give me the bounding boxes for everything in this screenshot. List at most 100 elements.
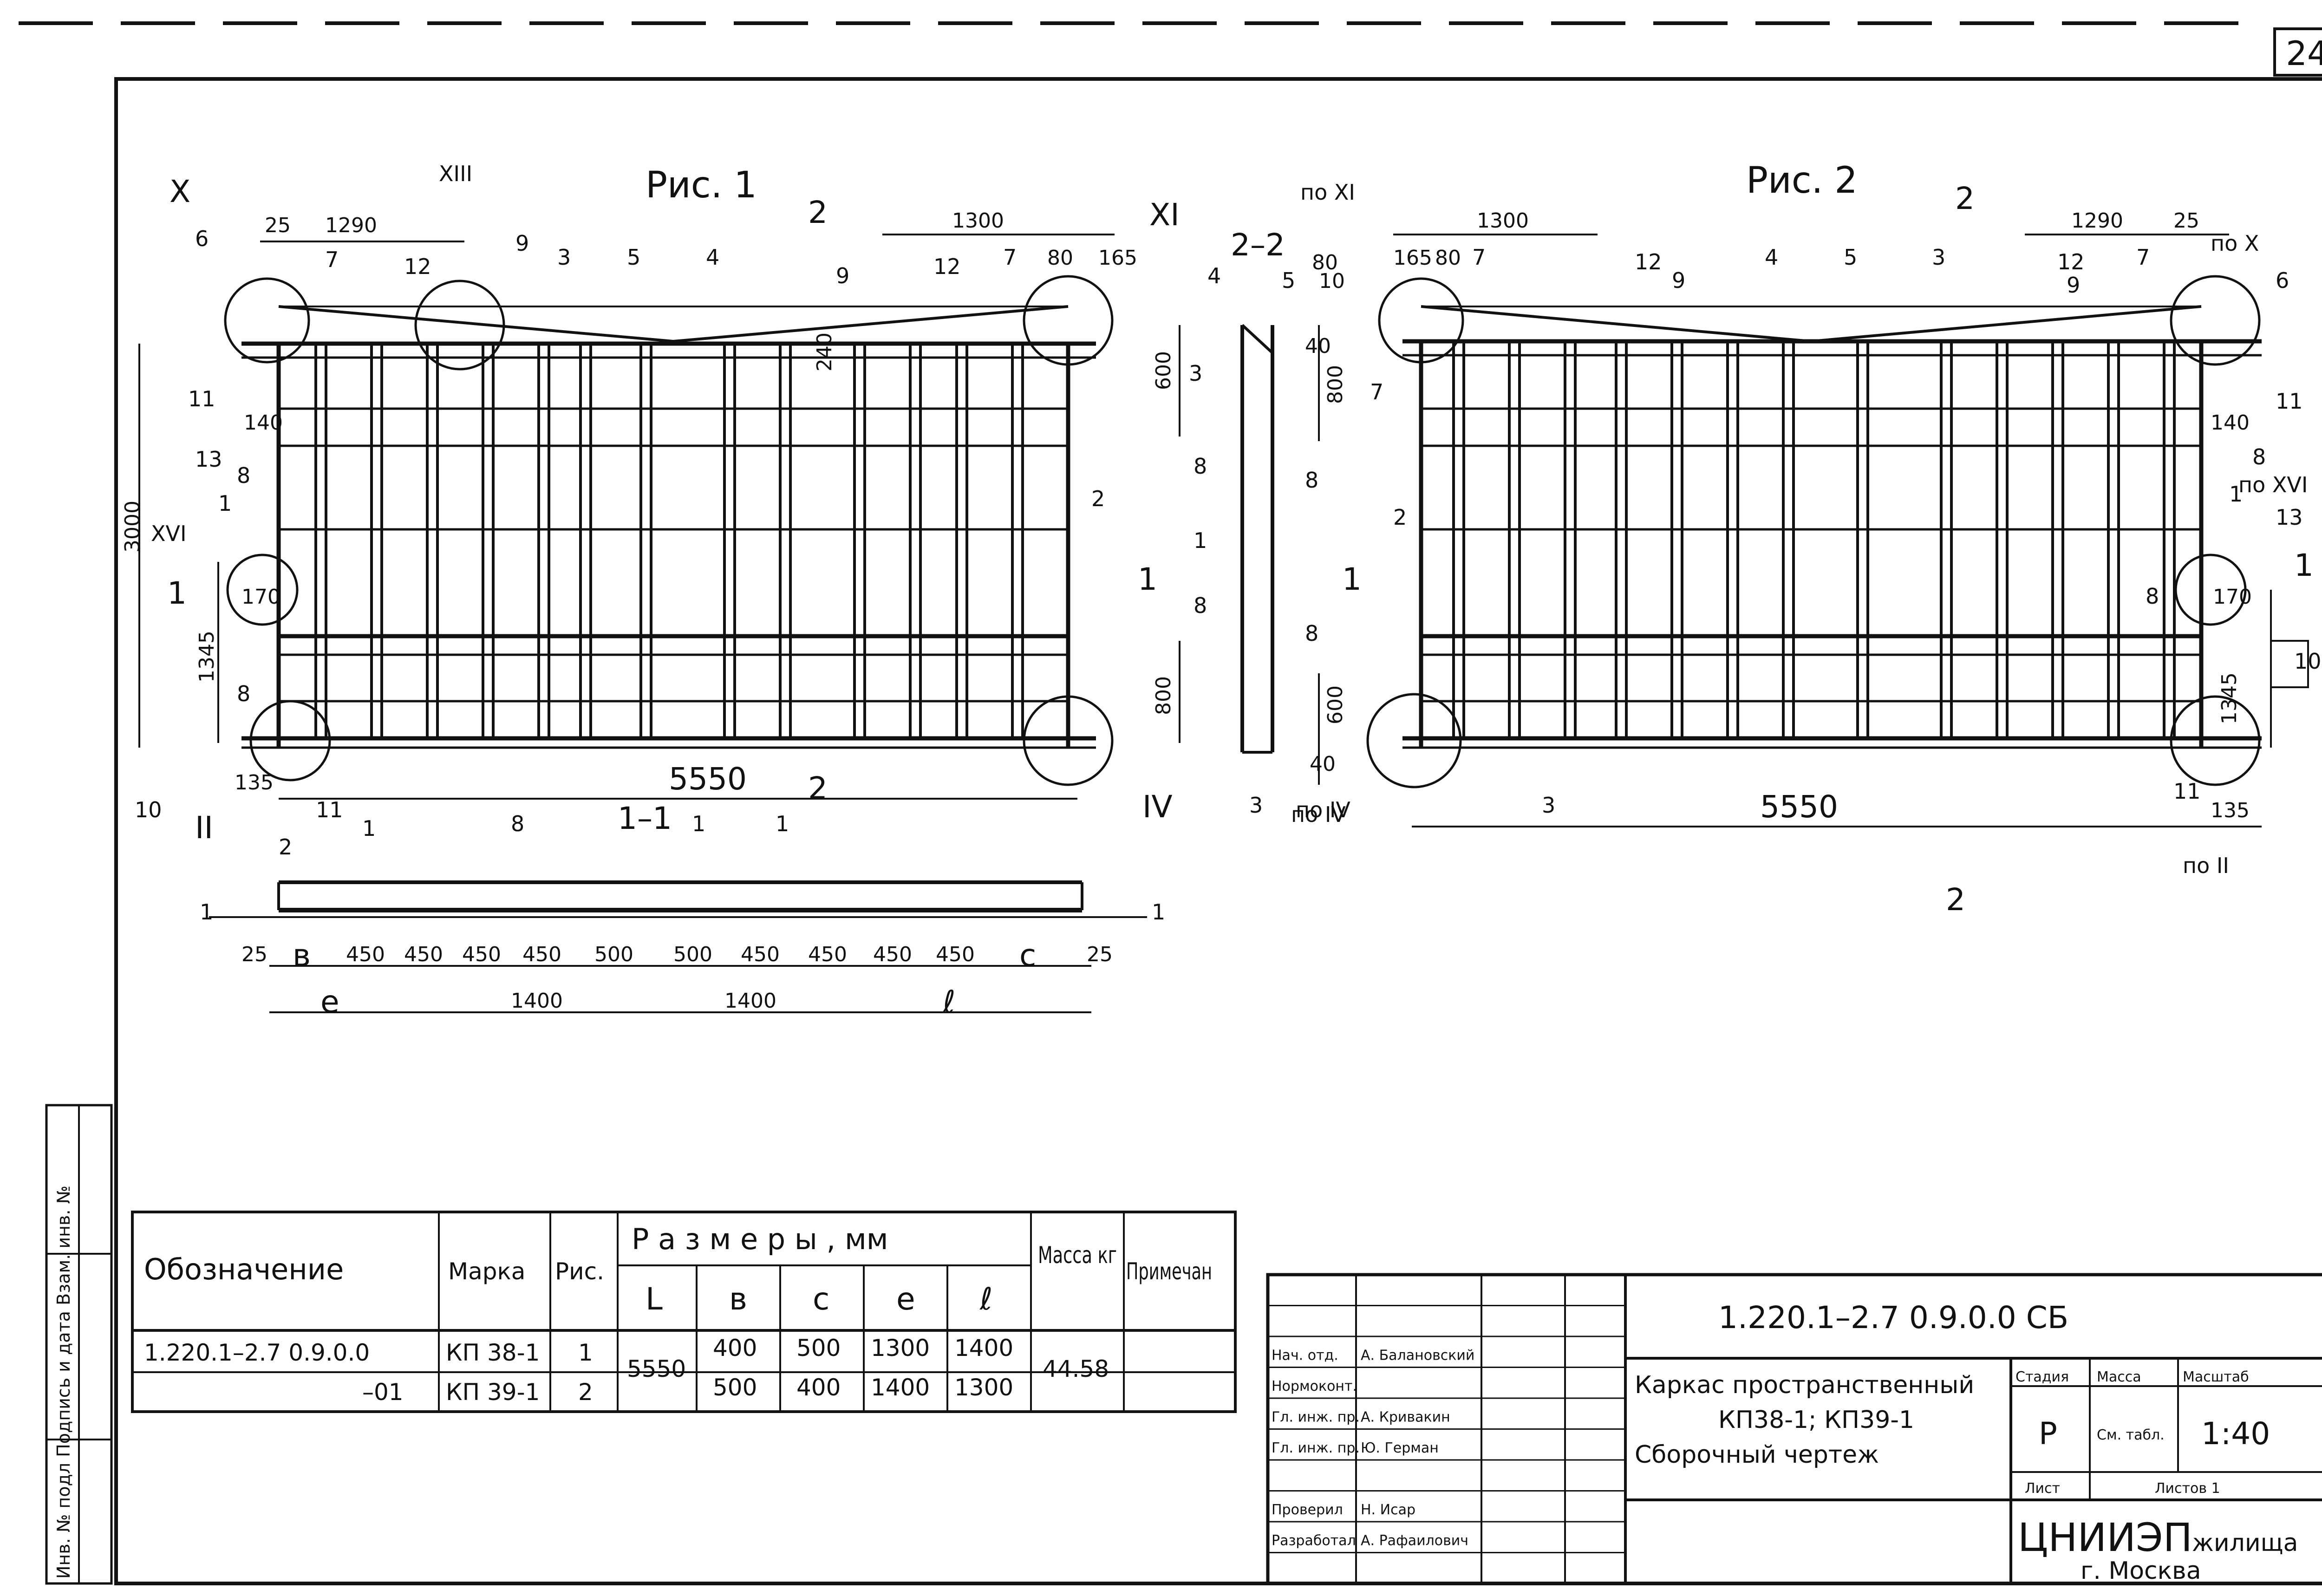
row1-e: 1300 <box>871 1335 930 1361</box>
dim-length: 5550 <box>1760 789 1838 825</box>
stamp-role: Нормоконт. <box>1272 1378 1357 1394</box>
dim-value: 140 <box>244 411 283 435</box>
dim-value: 165 <box>1098 246 1137 270</box>
row2-b: 500 <box>713 1374 757 1401</box>
position-number: 10 <box>135 797 162 822</box>
stage-label: Стадия <box>2015 1369 2069 1385</box>
drawing-title-line2: КП38-1; КП39-1 <box>1718 1406 1914 1434</box>
position-number: 7 <box>1003 245 1017 270</box>
detail-circle-po-II <box>2170 695 2261 786</box>
position-number: 1 <box>692 811 705 836</box>
callout-XI: ХI <box>1149 197 1180 233</box>
position-number: 1 <box>362 816 376 841</box>
dim-value: 600 <box>1152 351 1175 390</box>
position-number: 1 <box>2229 482 2243 507</box>
figure-1-vertical-bars <box>314 344 1024 738</box>
dim-value: 450 <box>404 943 443 966</box>
dim-value: 450 <box>873 943 912 966</box>
header-mass: Масса кг <box>1038 1242 1117 1269</box>
position-number: 2 <box>1393 505 1407 530</box>
title-block-text: 1.220.1–2.7 0.9.0.0 СБ Каркас пространст… <box>1635 1300 2298 1585</box>
drawing-code: 1.220.1–2.7 0.9.0.0 СБ <box>1718 1300 2068 1335</box>
figure-2-title: Рис. 2 <box>1746 160 1858 202</box>
position-number: 4 <box>1765 245 1778 270</box>
margin-box <box>2270 640 2309 688</box>
col-e: е <box>896 1281 915 1317</box>
position-number: 3 <box>557 245 571 270</box>
row1-c: 500 <box>796 1335 841 1361</box>
sheet-frame <box>114 77 2322 1585</box>
callout-po-II: по II <box>2183 853 2229 878</box>
row2-l: 1300 <box>954 1374 1013 1401</box>
position-number: 6 <box>195 226 209 251</box>
dim-value: в <box>293 938 311 973</box>
col-c: с <box>813 1281 829 1317</box>
position-number: 9 <box>836 263 849 288</box>
margin-label: Инв. № подл Подпись и дата Взам. инв. № <box>53 1186 74 1579</box>
page-number-box <box>2273 27 2322 77</box>
row2-fig: 2 <box>578 1379 593 1406</box>
stamp-role: Разработал <box>1272 1533 1356 1549</box>
callout-IV: IV <box>1142 789 1173 825</box>
position-number: 8 <box>237 463 250 488</box>
position-number: 8 <box>2252 444 2266 469</box>
sheets-label: Листов 1 <box>2155 1480 2220 1497</box>
row1-l: 1400 <box>954 1335 1013 1361</box>
dim-value: 170 <box>2213 585 2252 609</box>
page-number: 24 <box>2286 34 2322 73</box>
section-1-1-view <box>209 880 1147 1013</box>
dim-value: 1290 <box>2071 209 2123 233</box>
dim-value: 40 <box>1305 334 1331 358</box>
left-margin-strip: Инв. № подл Подпись и дата Взам. инв. № <box>45 1104 113 1585</box>
sheet-label: Лист <box>2025 1480 2060 1497</box>
header-fig: Рис. <box>555 1258 604 1285</box>
dim-value: 80 <box>1435 246 1461 270</box>
spec-table <box>131 1211 1237 1413</box>
stamp-name: А. Балановский <box>1361 1348 1474 1364</box>
dim-value: 135 <box>235 771 274 795</box>
callout-po-XI: по ХI <box>1300 180 1355 205</box>
drawing-title-line3: Сборочный чертеж <box>1635 1441 1879 1469</box>
callout-XIII: ХIII <box>439 161 472 186</box>
dim-value: 600 <box>1324 685 1347 724</box>
row1-mass: 44.58 <box>1043 1355 1109 1382</box>
dim-value: 1300 <box>952 209 1004 233</box>
position-number: 2 <box>279 834 292 860</box>
dim-value: 170 <box>241 585 280 609</box>
detail-circle-po-IV <box>1366 693 1462 788</box>
org-name: ЦНИИЭП <box>2018 1515 2192 1560</box>
position-number: 3 <box>1542 793 1555 818</box>
dim-value: 1300 <box>1477 209 1529 233</box>
mass-label: Масса <box>2097 1369 2141 1385</box>
col-L: L <box>646 1281 663 1317</box>
position-number: 1 <box>776 811 789 836</box>
position-number: 8 <box>2146 584 2159 609</box>
dim-value: 450 <box>522 943 561 966</box>
position-number: 1 <box>218 491 232 516</box>
dim-value: 450 <box>346 943 385 966</box>
position-number: 3 <box>1249 793 1263 818</box>
position-number: 11 <box>316 797 343 822</box>
dim-value: 10 <box>1319 269 1345 293</box>
row1-b: 400 <box>713 1335 757 1361</box>
callout-X: Х <box>170 174 190 209</box>
header-sizes: Р а з м е р ы , мм <box>632 1222 888 1256</box>
position-number: 6 <box>2276 268 2289 293</box>
position-number: 5 <box>1282 268 1295 293</box>
org-city: г. Москва <box>2081 1557 2201 1585</box>
position-number: 4 <box>706 245 719 270</box>
scale-value: 1:40 <box>2201 1416 2270 1452</box>
position-number: 2 <box>1091 486 1105 511</box>
position-number: 8 <box>237 681 250 706</box>
dim-value: 135 <box>2211 799 2250 822</box>
position-number: 12 <box>2057 249 2085 274</box>
figure-1-labels: Х ХIII ХI XVI II IV 25 1290 1300 80 165 … <box>121 161 1180 846</box>
dim-value: 240 <box>813 332 836 371</box>
callout-po-X: по Х <box>2211 231 2259 256</box>
position-number: 11 <box>2276 389 2303 414</box>
dim-value: 1345 <box>195 631 219 683</box>
position-number: 3 <box>1932 245 1945 270</box>
callout-II: II <box>195 810 213 846</box>
detail-circle-IV <box>1023 695 1114 786</box>
col-l: ℓ <box>979 1281 992 1317</box>
